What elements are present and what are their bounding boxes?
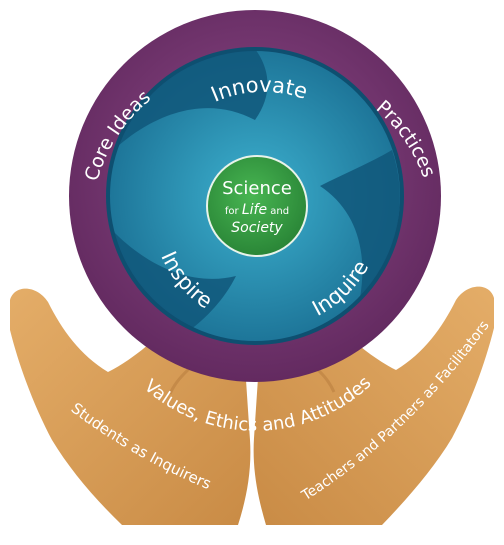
center-society: Society (231, 220, 283, 236)
center-subtitle-prefix: for (225, 206, 242, 217)
center-subtitle-italic: Life (242, 202, 267, 218)
center-subtitle-suffix: and (267, 206, 289, 217)
center-circle (206, 155, 308, 257)
center-subtitle: for Life and (225, 202, 289, 218)
inner-swirl (106, 47, 404, 345)
center-title: Science (222, 178, 292, 199)
